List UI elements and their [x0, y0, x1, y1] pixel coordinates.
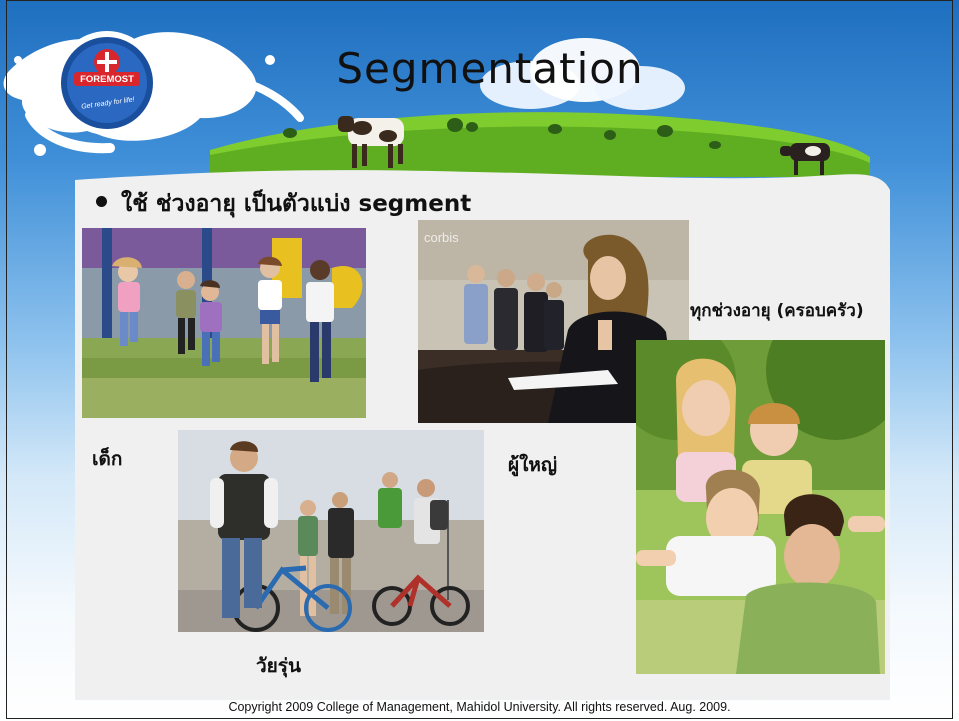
logo-brand-text: FOREMOST [80, 74, 134, 85]
label-family: ทุกช่วงอายุ (ครอบครัว) [690, 301, 864, 321]
bullet-line: ใช้ ช่วงอายุ เป็นตัวแบ่ง segment [96, 186, 471, 222]
corbis-watermark: corbis [424, 230, 459, 245]
slide-title: Segmentation [336, 44, 644, 93]
grass-hill [210, 112, 870, 177]
label-adults: ผู้ใหญ่ [508, 454, 558, 476]
copyright-footer: Copyright 2009 College of Management, Ma… [228, 700, 731, 714]
photo-teens [178, 430, 484, 632]
photo-family [636, 340, 885, 674]
cloud [480, 38, 685, 110]
bullet-text: ใช้ ช่วงอายุ เป็นตัวแบ่ง segment [121, 191, 472, 217]
bullet-dot [96, 196, 107, 207]
cow-right [780, 143, 830, 175]
photo-kids [82, 228, 366, 418]
label-teens: วัยรุ่น [256, 655, 301, 677]
brand-logo: FOREMOST Get ready for life! [52, 28, 162, 138]
logo-badge-icon [55, 31, 159, 135]
cow-left [338, 116, 404, 168]
label-kids: เด็ก [92, 448, 123, 470]
